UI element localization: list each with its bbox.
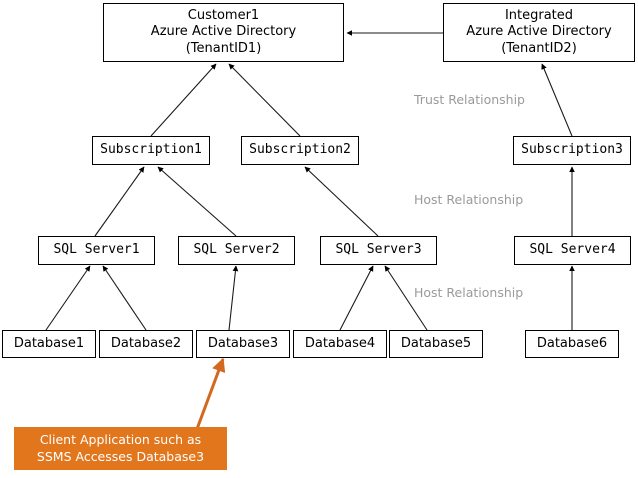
node-label: SQL Server2 bbox=[193, 242, 280, 258]
connector-sqlserver2-to-subscription1 bbox=[157, 166, 237, 237]
node-sql-server1[interactable]: SQL Server1 bbox=[38, 236, 155, 265]
connector-sqlserver1-to-subscription1 bbox=[94, 166, 145, 237]
node-integrated-azure-active-directory[interactable]: Integrated Azure Active Directory (Tenan… bbox=[443, 3, 635, 62]
connector-database1-to-sqlserver1 bbox=[45, 265, 91, 331]
node-database2[interactable]: Database2 bbox=[99, 330, 193, 358]
node-sql-server3[interactable]: SQL Server3 bbox=[320, 236, 437, 265]
node-database1[interactable]: Database1 bbox=[2, 330, 96, 358]
node-label: SQL Server3 bbox=[335, 242, 422, 258]
tenant-line-1: Integrated bbox=[504, 7, 574, 23]
node-database5[interactable]: Database5 bbox=[389, 330, 483, 358]
connector-sqlserver3-to-subscription2 bbox=[304, 166, 379, 237]
node-label: Database1 bbox=[13, 335, 85, 351]
node-subscription3[interactable]: Subscription3 bbox=[513, 136, 631, 165]
connector-subscription3-to-integrated-aad bbox=[541, 63, 573, 137]
node-label: Subscription3 bbox=[521, 142, 623, 158]
callout-line-1: Client Application such as bbox=[39, 431, 202, 447]
connector-subscription2-to-customer1 bbox=[228, 63, 301, 137]
tenant-line-1: Customer1 bbox=[187, 7, 260, 23]
node-label: Database6 bbox=[536, 335, 608, 351]
tenant-line-2: Azure Active Directory bbox=[466, 24, 612, 40]
callout-line-2: SSMS Accesses Database3 bbox=[36, 448, 205, 464]
node-sql-server2[interactable]: SQL Server2 bbox=[178, 236, 295, 265]
connector-subscription1-to-customer1 bbox=[150, 63, 217, 137]
node-label: Database2 bbox=[110, 335, 182, 351]
node-label: SQL Server1 bbox=[53, 242, 140, 258]
node-subscription1[interactable]: Subscription1 bbox=[92, 136, 210, 165]
tenant-line-3: (TenantID1) bbox=[185, 40, 262, 56]
node-database3[interactable]: Database3 bbox=[196, 330, 290, 358]
node-label: Database3 bbox=[207, 335, 279, 351]
node-label: SQL Server4 bbox=[529, 242, 616, 258]
connector-database2-to-sqlserver1 bbox=[102, 265, 147, 331]
node-label: Database5 bbox=[400, 335, 472, 351]
connector-callout-to-database3 bbox=[195, 357, 226, 430]
tenant-line-2: Azure Active Directory bbox=[150, 24, 297, 40]
node-subscription2[interactable]: Subscription2 bbox=[241, 136, 359, 165]
connector-database3-to-sqlserver2 bbox=[228, 265, 239, 331]
label-trust-relationship: Trust Relationship bbox=[414, 92, 525, 107]
tenant-line-3: (TenantID2) bbox=[501, 40, 577, 56]
node-label: Database4 bbox=[304, 335, 376, 351]
node-sql-server4[interactable]: SQL Server4 bbox=[514, 236, 631, 265]
label-host-relationship-subscription: Host Relationship bbox=[414, 192, 524, 207]
node-database6[interactable]: Database6 bbox=[525, 330, 619, 358]
connector-database4-to-sqlserver3 bbox=[339, 265, 374, 331]
connector-database5-to-sqlserver3 bbox=[384, 265, 428, 331]
node-database4[interactable]: Database4 bbox=[293, 330, 387, 358]
callout-client-application[interactable]: Client Application such as SSMS Accesses… bbox=[14, 427, 227, 470]
label-host-relationship-server: Host Relationship bbox=[414, 285, 524, 300]
node-customer1-azure-active-directory[interactable]: Customer1 Azure Active Directory (Tenant… bbox=[103, 3, 344, 62]
node-label: Subscription2 bbox=[249, 142, 351, 158]
node-label: Subscription1 bbox=[100, 142, 202, 158]
